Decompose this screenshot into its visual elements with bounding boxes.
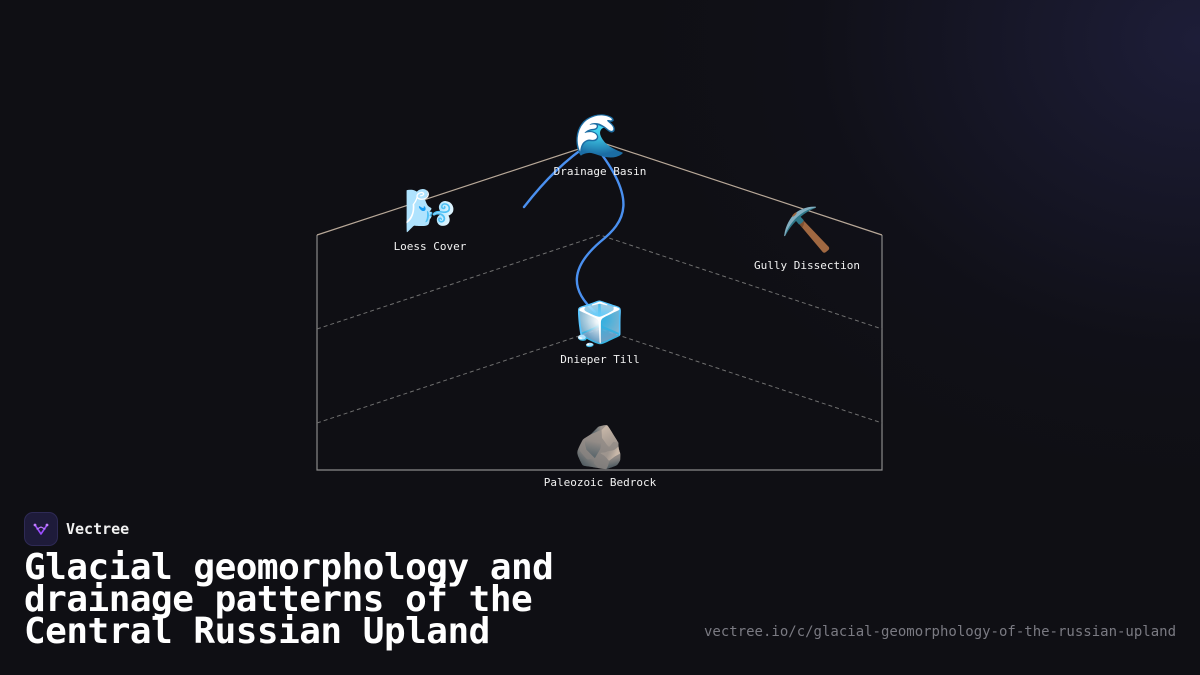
page-title: Glacial geomorphology and drainage patte… (24, 547, 554, 652)
node-label: Drainage Basin (553, 165, 647, 178)
node-drainage-basin: 🌊 Drainage Basin (500, 111, 700, 178)
node-dnieper-till: 🧊 Dnieper Till (500, 299, 700, 366)
node-label: Paleozoic Bedrock (543, 476, 657, 489)
vectree-logo-icon (24, 512, 58, 546)
roof-line (316, 141, 883, 236)
rock-icon: 🪨 (573, 422, 627, 471)
node-label: Gully Dissection (754, 259, 860, 272)
brand: Vectree (24, 512, 129, 546)
layer-boundary-upper (316, 234, 883, 330)
node-label: Dnieper Till (560, 353, 640, 366)
ice-cube-icon: 🧊 (573, 299, 627, 348)
pick-icon: ⛏️ (780, 205, 834, 254)
node-label: Loess Cover (393, 240, 467, 253)
node-gully-dissection: ⛏️ Gully Dissection (707, 205, 907, 272)
node-loess-cover: 🌬️ Loess Cover (330, 186, 530, 253)
wind-icon: 🌬️ (403, 186, 457, 235)
wave-icon: 🌊 (573, 111, 627, 160)
brand-name: Vectree (66, 520, 130, 538)
diagram-frame (316, 235, 883, 471)
source-url[interactable]: vectree.io/c/glacial-geomorphology-of-th… (703, 624, 1176, 640)
river-channel (522, 140, 625, 314)
node-paleozoic-bedrock: 🪨 Paleozoic Bedrock (500, 422, 700, 489)
layer-boundary-lower (316, 328, 883, 424)
